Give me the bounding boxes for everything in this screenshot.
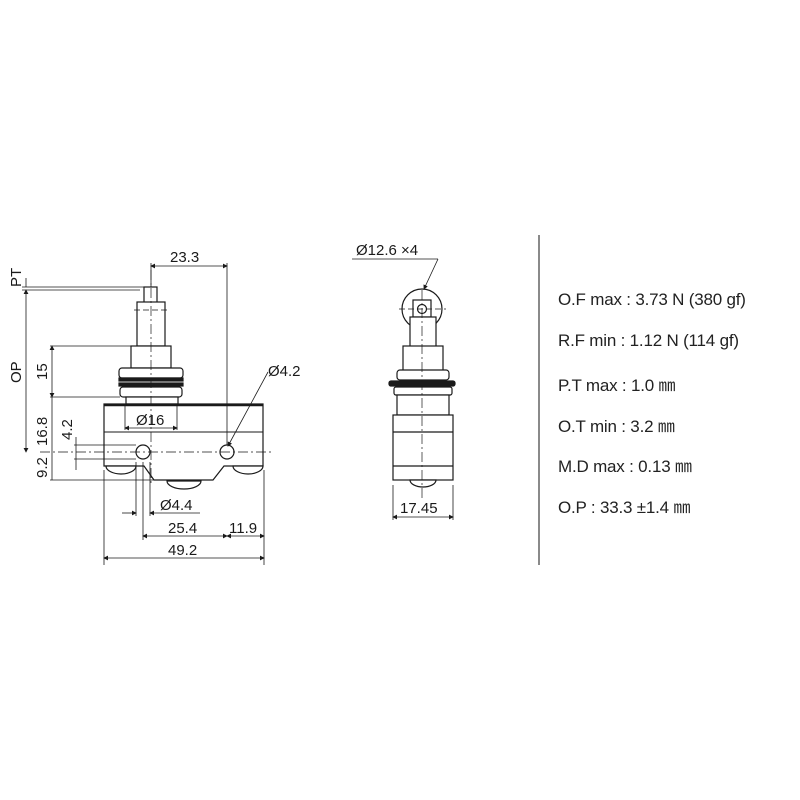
spec-operating-position: O.P : 33.3 ±1.4 ㎜ [558, 497, 691, 517]
dim-9-2: 9.2 [34, 457, 51, 478]
dim-11-9: 11.9 [229, 520, 257, 537]
dim-15: 15 [34, 363, 51, 380]
dim-hole-4-2: Ø4.2 [268, 363, 301, 380]
spec-release-force: R.F min : 1.12 N (114 gf) [558, 330, 739, 350]
dim-25-4: 25.4 [168, 520, 197, 537]
dim-bushing-16: Ø16 [136, 412, 164, 429]
spec-divider [538, 235, 540, 565]
side-dimensions [22, 263, 269, 565]
dim-4-2-vertical: 4.2 [59, 419, 76, 440]
dim-16-8: 16.8 [34, 417, 51, 446]
dim-pt: PT [8, 268, 25, 287]
dim-op: OP [8, 361, 25, 383]
spec-operating-force: O.F max : 3.73 N (380 gf) [558, 290, 746, 309]
switch-drawing: 23.3 PT OP 15 16.8 4.2 9.2 Ø4.2 Ø16 Ø4.4… [8, 242, 456, 565]
side-dimension-labels: 23.3 PT OP 15 16.8 4.2 9.2 Ø4.2 Ø16 Ø4.4… [8, 249, 301, 559]
spec-list: O.F max : 3.73 N (380 gf) R.F min : 1.12… [558, 290, 798, 533]
spec-overtravel: O.T min : 3.2 ㎜ [558, 416, 675, 436]
spec-movement-differential: M.D max : 0.13 ㎜ [558, 457, 692, 476]
dim-roller-12-6: Ø12.6 ×4 [356, 242, 418, 259]
spec-pretravel: P.T max : 1.0 ㎜ [558, 376, 676, 395]
dim-49-2: 49.2 [168, 542, 197, 559]
side-view [40, 270, 272, 490]
front-dimensions [352, 258, 454, 520]
front-view [388, 288, 456, 500]
dim-17-45: 17.45 [400, 500, 438, 517]
dim-roller-4-4: Ø4.4 [160, 497, 193, 514]
dim-23-3: 23.3 [170, 249, 199, 266]
